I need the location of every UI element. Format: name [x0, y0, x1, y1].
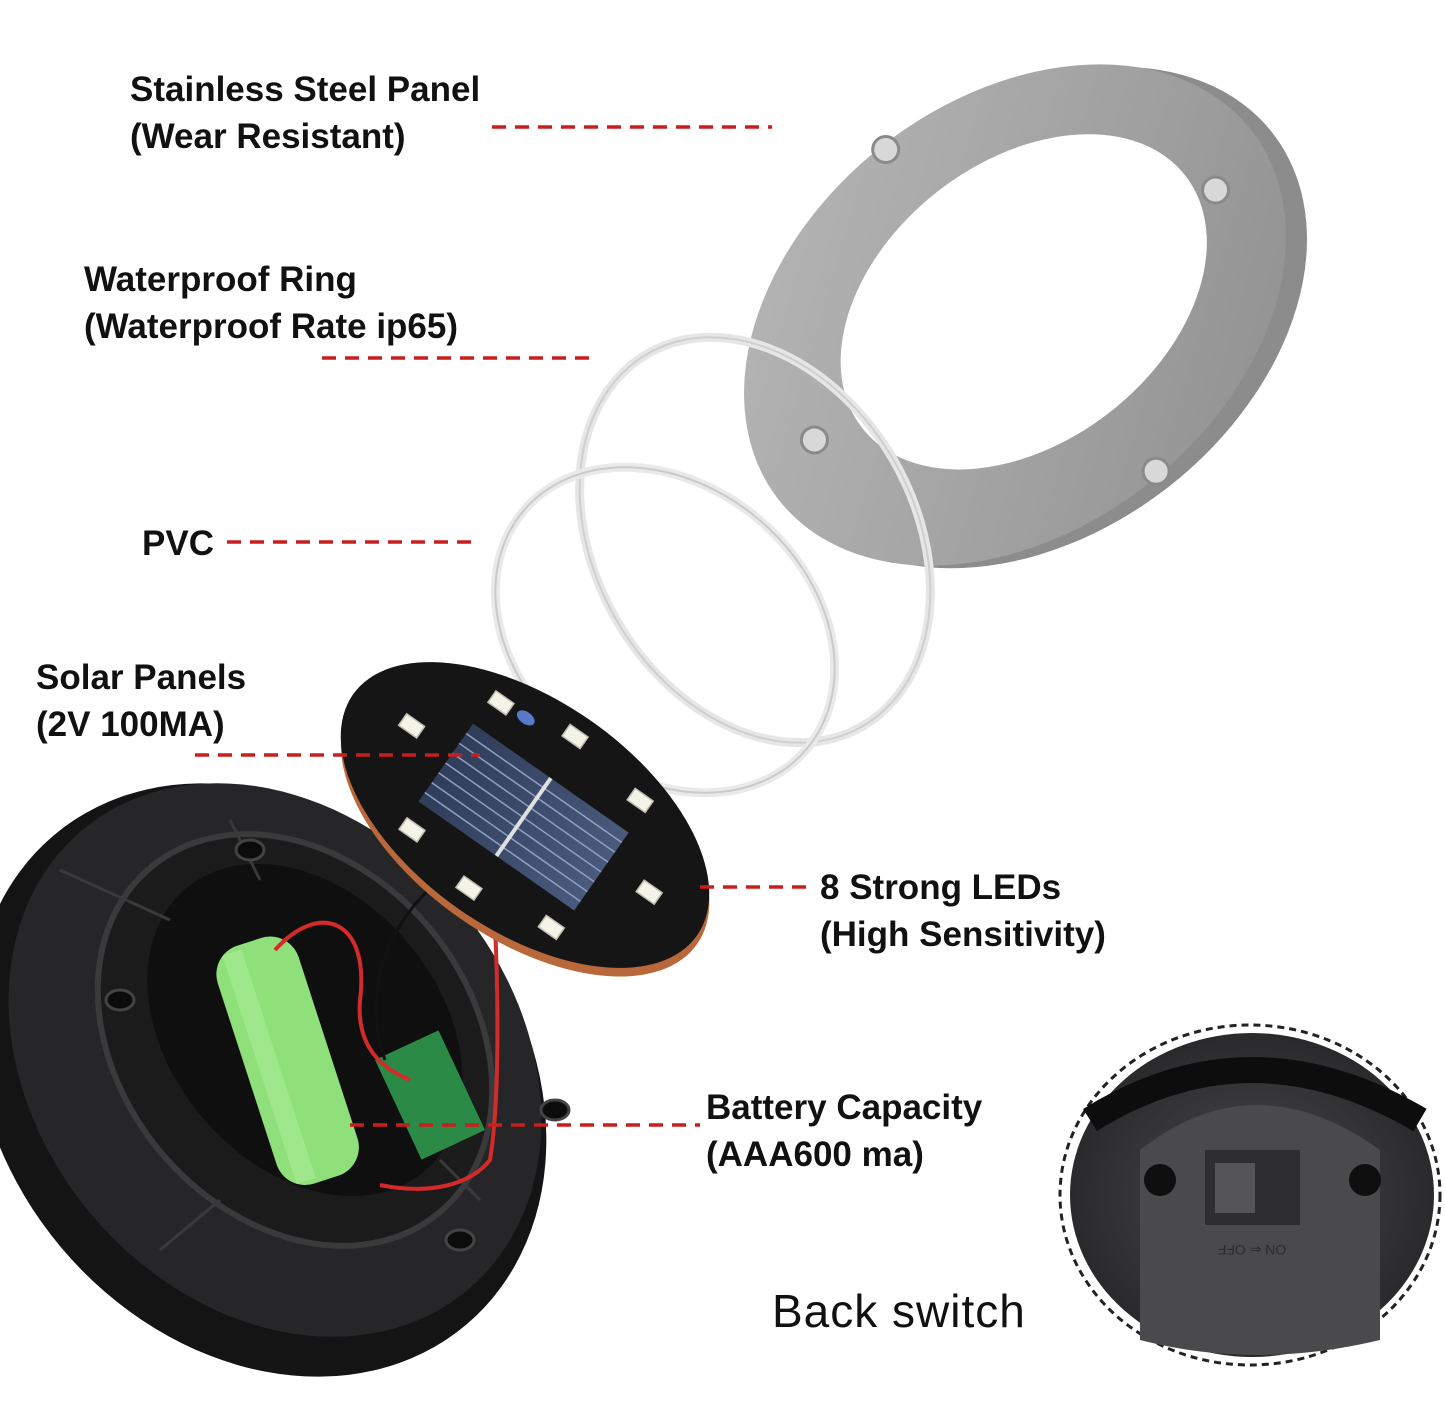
red-wire [273, 920, 411, 1082]
label-stainless-steel-panel: Stainless Steel Panel (Wear Resistant) [130, 66, 480, 160]
label-line: PVC [142, 524, 214, 563]
solar-panel-disc [340, 662, 710, 977]
battery [216, 936, 359, 1185]
label-waterproof-ring: Waterproof Ring (Waterproof Rate ip65) [84, 256, 458, 350]
label-line: (2V 100MA) [36, 705, 225, 744]
label-pvc: PVC [142, 520, 214, 567]
label-line: (Wear Resistant) [130, 117, 406, 156]
leader-lines [195, 125, 812, 1127]
black-wire [374, 878, 441, 1061]
label-line: (AAA600 ma) [706, 1135, 924, 1174]
led-array [397, 689, 664, 941]
label-line: Waterproof Ring [84, 260, 357, 299]
label-line: (High Sensitivity) [820, 915, 1106, 954]
label-line: 8 Strong LEDs [820, 868, 1062, 907]
stainless-steel-ring [744, 64, 1307, 569]
label-strong-leds: 8 Strong LEDs (High Sensitivity) [820, 864, 1106, 958]
label-line: Stainless Steel Panel [130, 70, 481, 109]
back-switch-inset: ON ⇐ OFF [1058, 1023, 1442, 1367]
label-back-switch: Back switch [772, 1288, 1026, 1335]
housing-base [0, 783, 571, 1377]
control-board [375, 1030, 485, 1160]
label-line: Battery Capacity [706, 1088, 983, 1127]
label-solar-panels: Solar Panels (2V 100MA) [36, 654, 246, 748]
label-battery-capacity: Battery Capacity (AAA600 ma) [706, 1084, 982, 1178]
switch-marking: ON ⇐ OFF [1218, 1242, 1287, 1258]
label-line: (Waterproof Rate ip65) [84, 307, 459, 346]
label-line: Solar Panels [36, 658, 247, 697]
label-line: Back switch [772, 1285, 1026, 1337]
